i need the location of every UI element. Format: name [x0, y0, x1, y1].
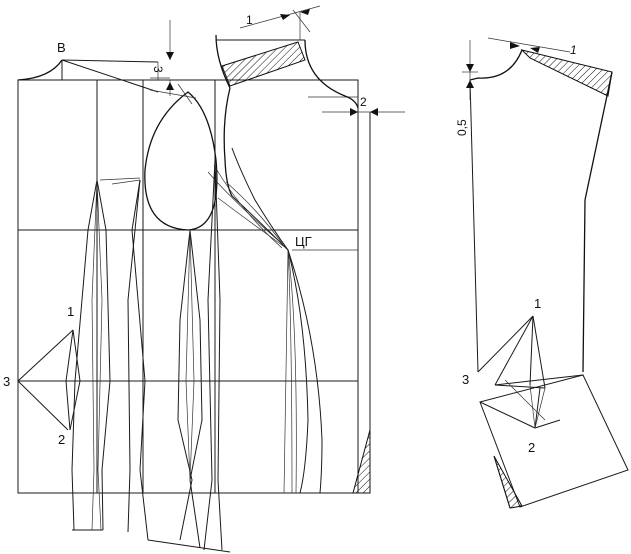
front-shoulder [215, 9, 359, 109]
label-dim-05: 0,5 [455, 119, 469, 136]
left-triangle [17, 329, 81, 431]
right-piece [462, 37, 629, 509]
label-right-2: 2 [528, 440, 535, 455]
label-left-1: 1 [67, 304, 74, 319]
base-grid [17, 79, 371, 494]
label-left-2: 2 [58, 432, 65, 447]
label-dim-top-1: 1 [246, 13, 253, 27]
armhole [144, 62, 218, 231]
front-contour [207, 87, 371, 494]
label-right-1: 1 [534, 296, 541, 311]
label-point-cg: ЦГ [295, 234, 312, 249]
darts [71, 159, 304, 553]
back-neckline [17, 59, 170, 93]
dimension-arrows [166, 5, 405, 116]
label-dim-3: 3 [151, 66, 165, 73]
label-right-3: 3 [462, 372, 469, 387]
label-left-3: 3 [3, 374, 10, 389]
label-dim-right-1: 1 [570, 43, 577, 57]
label-dim-2: 2 [360, 95, 367, 109]
label-point-b: В [57, 40, 66, 55]
